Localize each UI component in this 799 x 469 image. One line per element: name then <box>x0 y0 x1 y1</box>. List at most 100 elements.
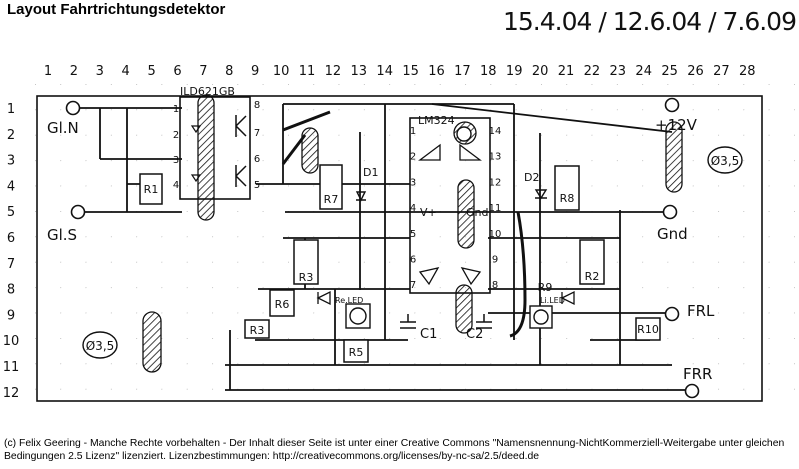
board-outline <box>36 95 763 402</box>
ic-pin-label: 3 <box>410 177 416 188</box>
d2-label: D2 <box>524 171 539 184</box>
row-label: 3 <box>7 154 15 169</box>
opto-pin-label: 6 <box>254 154 260 165</box>
ic-top-dial <box>456 126 472 142</box>
column-label: 27 <box>713 64 730 79</box>
column-label: 13 <box>351 64 368 79</box>
r3-body <box>293 239 319 285</box>
column-label: 6 <box>173 64 181 79</box>
cut-opto <box>197 94 215 221</box>
r6-label: R6 <box>275 298 290 311</box>
r10-body <box>635 317 661 341</box>
d1-label: D1 <box>363 166 378 179</box>
cut-right-rail <box>665 121 683 193</box>
hole-right-label: Ø3,5 <box>711 154 740 168</box>
column-label: 20 <box>532 64 549 79</box>
ic-label: LM324 <box>418 114 455 127</box>
ic-pin-label: 1 <box>410 126 416 137</box>
ic-pin-label: 6 <box>410 255 416 266</box>
column-label: 4 <box>122 64 130 79</box>
opto-pin-label: 7 <box>254 128 260 139</box>
cut-left-bottom <box>142 311 162 373</box>
ic-pin-label: 8 <box>492 280 498 291</box>
ic-vplus: V+ <box>420 206 437 219</box>
r1-body <box>139 173 163 205</box>
gnd-pad[interactable] <box>662 204 678 220</box>
d2-symbol <box>534 189 548 200</box>
row-label: 1 <box>7 102 15 117</box>
opto-pin-label: 5 <box>254 180 260 191</box>
hole-left-label: Ø3,5 <box>86 339 115 353</box>
r7-body <box>319 164 343 210</box>
revision-dates: 15.4.04 / 12.6.04 / 7.6.09 <box>503 7 797 36</box>
column-label: 11 <box>299 64 316 79</box>
opto-pin-label: 2 <box>173 130 179 141</box>
led-left-symbol <box>560 290 575 306</box>
row-label: 4 <box>7 179 15 194</box>
frr-label: FRR <box>683 365 712 383</box>
row-label: 11 <box>3 360 20 375</box>
r2-body <box>579 239 605 285</box>
c2-symbol <box>476 314 492 329</box>
r2-label: R2 <box>585 270 600 283</box>
r8-label: R8 <box>560 192 575 205</box>
column-label: 10 <box>273 64 290 79</box>
ic-pin-label: 12 <box>489 177 502 188</box>
wire-jumper <box>509 211 527 338</box>
opto-pin-label: 4 <box>173 180 179 191</box>
r7-label: R7 <box>324 193 339 206</box>
column-label: 18 <box>480 64 497 79</box>
row-label: 12 <box>3 386 20 401</box>
column-label: 28 <box>739 64 756 79</box>
r6-body <box>269 289 295 317</box>
gl-s-pad[interactable] <box>70 204 86 220</box>
ic-pin-label: 4 <box>410 203 416 214</box>
plus12v-pad[interactable] <box>664 97 680 113</box>
r3b-body <box>244 319 270 339</box>
column-label: 9 <box>251 64 259 79</box>
mounting-hole-right <box>707 146 743 174</box>
column-label: 22 <box>584 64 601 79</box>
r3-label: R3 <box>299 271 314 284</box>
row-label: 2 <box>7 128 15 143</box>
column-label: 17 <box>454 64 471 79</box>
column-label: 21 <box>558 64 575 79</box>
column-label: 1 <box>44 64 52 79</box>
ic-pin-label: 5 <box>410 229 416 240</box>
column-label: 5 <box>147 64 155 79</box>
gl-n-pad[interactable] <box>65 100 81 116</box>
frl-pad[interactable] <box>664 306 680 322</box>
r3b-label: R3 <box>250 324 265 337</box>
cut-c11 <box>301 127 319 174</box>
gl-n-label: Gl.N <box>47 119 79 137</box>
column-label: 15 <box>402 64 419 79</box>
r9-label: R9 <box>538 281 553 294</box>
r5-body <box>343 339 369 363</box>
strip-bottom-plus <box>431 103 673 133</box>
ic-pin-label: 9 <box>492 255 498 266</box>
ic-gnd: Gnd <box>466 206 488 219</box>
c1-symbol <box>400 314 416 329</box>
column-label: 19 <box>506 64 523 79</box>
ic-pin-label: 13 <box>489 152 502 163</box>
mounting-hole-left <box>82 331 118 359</box>
frr-pad[interactable] <box>684 383 700 399</box>
column-label: 7 <box>199 64 207 79</box>
opto-pin-label: 8 <box>254 100 260 111</box>
r8-body <box>554 165 580 211</box>
column-label: 2 <box>70 64 78 79</box>
frl-label: FRL <box>687 302 715 320</box>
column-label: 16 <box>428 64 445 79</box>
gl-s-label: Gl.S <box>47 226 77 244</box>
ic-pin-label: 7 <box>410 280 416 291</box>
row-label: 9 <box>7 308 15 323</box>
row-label: 10 <box>3 334 20 349</box>
opto-pin-label: 1 <box>173 104 179 115</box>
r10-label: R10 <box>637 323 659 336</box>
page-title: Layout Fahrtrichtungsdetektor <box>7 1 226 18</box>
